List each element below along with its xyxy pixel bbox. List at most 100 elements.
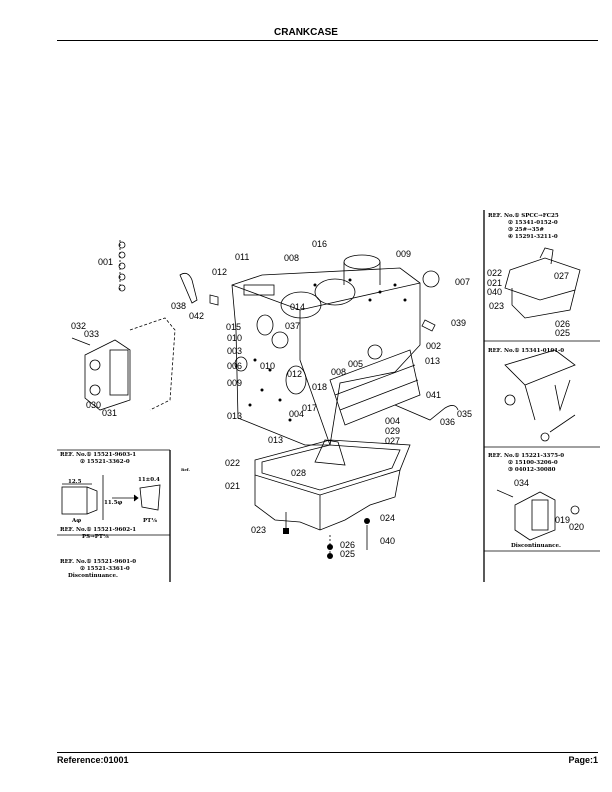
callout-021-r: 021	[487, 278, 503, 288]
callout-022: 022	[225, 458, 241, 468]
callout-011: 011	[235, 252, 250, 262]
plug-007	[422, 270, 440, 288]
dim-length: 12.5	[68, 479, 82, 485]
callout-031: 031	[102, 408, 118, 418]
ref-line: PS→PT⅛	[82, 534, 109, 540]
ref-line: REF. No.① SPCC→FC25	[488, 213, 559, 219]
callout-025-r: 025	[555, 328, 571, 338]
stray-ref-mark: Ref.	[181, 467, 190, 472]
ref-line: ② 15341-0152-0	[508, 220, 558, 226]
callout-004: 004	[289, 409, 305, 419]
cover-variant-sketch	[496, 489, 580, 541]
crankcase-block	[231, 254, 421, 446]
callout-024: 024	[380, 513, 396, 523]
callout-019: 019	[555, 515, 571, 525]
ref-plug-bot: REF. No.① 15521-9601-0 ② 15521-3361-0 Di…	[60, 559, 136, 580]
callout-041: 041	[426, 390, 442, 400]
callout-018: 018	[312, 382, 328, 392]
header-divider	[57, 40, 598, 41]
callout-010: 010	[227, 333, 243, 343]
plug-dimension-sketch	[61, 475, 161, 520]
callout-026-r: 026	[555, 319, 571, 329]
callout-015: 015	[226, 322, 242, 332]
oil-seal-006	[234, 356, 248, 372]
callout-006: 006	[227, 361, 243, 371]
ref-line: REF. No.① 15521-9601-0	[60, 559, 137, 565]
callout-037: 037	[285, 321, 301, 331]
page-number: Page:1	[568, 755, 598, 765]
callout-029: 029	[385, 426, 401, 436]
dim-taper: 11±0.4	[138, 477, 160, 483]
callout-025: 025	[340, 549, 356, 559]
ref-line: ③ 04012-30080	[508, 467, 556, 473]
footer-divider	[57, 752, 598, 753]
callout-012b: 012	[287, 369, 303, 379]
ref-plug-mid: REF. No.① 15521-9602-1 PS→PT⅛	[60, 527, 137, 540]
ref-line: REF. No.① 15221-3375-0	[488, 453, 565, 459]
block-variant-sketch	[504, 349, 576, 442]
callout-040: 040	[380, 536, 396, 546]
callout-017: 017	[302, 403, 318, 413]
callout-001: 001	[98, 257, 114, 267]
front-cover	[71, 317, 176, 411]
callout-022-r: 022	[487, 268, 503, 278]
ref-line: REF. No.① 15521-9602-1	[60, 527, 137, 533]
dim-pt: PT⅛	[143, 518, 157, 524]
ref-line: ④ 15291-3211-0	[508, 234, 558, 240]
callout-039: 039	[451, 318, 467, 328]
callout-036: 036	[440, 417, 456, 427]
callout-020: 020	[569, 522, 585, 532]
ref-plug: REF. No.① 15521-9603-1 ② 15521-3362-0	[60, 452, 136, 466]
ref-cover: REF. No.① 15221-3375-0 ② 15100-3206-0 ③ …	[488, 453, 564, 474]
block-holes	[248, 278, 407, 422]
callout-026: 026	[340, 540, 356, 550]
discontinued-note: Discontinuance.	[511, 543, 561, 549]
callout-014: 014	[290, 302, 306, 312]
callout-013: 013	[425, 356, 441, 366]
ref-line: REF. No.① 15521-9603-1	[60, 452, 137, 458]
ref-line: ② 15521-3361-0	[80, 566, 130, 572]
discontinued-note: Discontinuance.	[68, 573, 118, 579]
callout-021: 021	[225, 481, 241, 491]
callout-012: 012	[212, 267, 228, 277]
ref-block: REF. No.① 15341-0101-0	[488, 348, 565, 354]
callout-002: 002	[426, 341, 442, 351]
sensor-039	[421, 319, 436, 332]
callout-028: 028	[291, 468, 307, 478]
callout-003: 003	[227, 346, 243, 356]
callout-038: 038	[171, 301, 187, 311]
callout-033: 033	[84, 329, 100, 339]
callout-035: 035	[457, 409, 473, 419]
callout-023-r: 023	[489, 301, 505, 311]
callout-007: 007	[455, 277, 471, 287]
ref-oil-pan: REF. No.① SPCC→FC25 ② 15341-0152-0 ③ 25#…	[488, 213, 559, 241]
dim-diameter: 11.5φ	[104, 500, 123, 506]
callout-004b: 004	[385, 416, 401, 426]
callout-023: 023	[251, 525, 267, 535]
oil-pan-variant-sketch	[504, 247, 581, 319]
callout-016: 016	[312, 239, 328, 249]
dipstick	[394, 404, 459, 421]
callout-030: 030	[86, 400, 102, 410]
callout-010b: 010	[260, 361, 276, 371]
callout-013b: 013	[227, 411, 243, 421]
callout-005: 005	[348, 359, 364, 369]
ref-line: ② 15521-3362-0	[80, 459, 130, 465]
callout-040-r: 040	[487, 287, 503, 297]
fitting-038-042	[179, 272, 219, 306]
stud-set-001	[118, 240, 126, 292]
callout-042: 042	[189, 311, 205, 321]
callout-008: 008	[284, 253, 300, 263]
callout-027-r: 027	[554, 271, 570, 281]
callout-034: 034	[514, 478, 530, 488]
callout-009: 009	[396, 249, 412, 259]
callout-009b: 009	[227, 378, 243, 388]
ref-line: ③ 25#→35#	[508, 227, 544, 233]
callout-027: 027	[385, 436, 401, 446]
page-title: CRANKCASE	[274, 27, 338, 38]
reference-number: Reference:01001	[57, 755, 129, 765]
ref-line: ② 15100-3206-0	[508, 460, 558, 466]
callout-032: 032	[71, 321, 87, 331]
callout-008b: 008	[331, 367, 347, 377]
